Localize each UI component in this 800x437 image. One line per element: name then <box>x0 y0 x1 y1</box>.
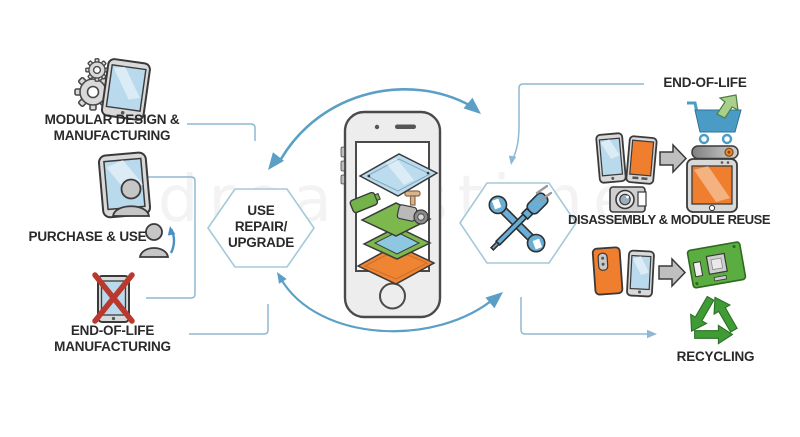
user-upgrade-icon <box>138 223 176 258</box>
circuit-board-icon <box>686 241 747 289</box>
modular-design-label: MODULAR DESIGN & MANUFACTURING <box>22 112 202 144</box>
shopping-cart-icon <box>687 94 742 145</box>
front-camera-dot <box>374 124 380 130</box>
gears-and-phone-icon <box>74 58 151 121</box>
end-of-life-label: END-OF-LIFE <box>663 75 747 90</box>
connector-endoflife-label <box>510 83 644 163</box>
speaker-slot <box>395 124 416 129</box>
hexagon-line3: UPGRADE <box>227 235 295 250</box>
side-button <box>340 174 345 185</box>
arc-arrowhead-bottomright-icon <box>485 292 503 309</box>
arrowhead-to-recycling-icon <box>647 329 657 339</box>
crossed-out-phone-icon <box>92 272 135 324</box>
screw-part <box>404 190 421 206</box>
wrench-and-screwdriver-icon <box>488 184 553 253</box>
side-button <box>340 146 345 158</box>
tablet-icon <box>686 158 738 213</box>
mid-board-layer <box>362 226 432 260</box>
bottom-cycle-arc <box>280 278 497 333</box>
cycle-arrowheads <box>268 97 503 309</box>
smartphone-pair-recycle-icon <box>591 246 655 298</box>
recycle-icon <box>690 295 738 345</box>
transfer-arrow-icon <box>659 143 688 174</box>
eol-line1: END-OF-LIFE <box>70 323 155 338</box>
glass-screen-layer <box>358 153 439 197</box>
hexagon-line2: REPAIR/ <box>234 219 288 234</box>
user-on-phone-icon <box>111 178 151 217</box>
up-arrow-icon <box>167 226 176 236</box>
red-cross-icon <box>92 272 135 324</box>
transfer-arrow-recycle-icon <box>658 257 687 288</box>
battery-part <box>349 191 381 214</box>
modular-design-line2: MANUFACTURING <box>53 128 171 143</box>
connector-eol-manufacturing <box>189 304 269 335</box>
connector-purchase-eol <box>145 176 196 299</box>
camera-module-icon <box>609 186 647 213</box>
connector-modular-design <box>187 123 256 141</box>
exploded-smartphone-icon <box>340 110 442 319</box>
home-button <box>379 282 406 310</box>
connector-recycling <box>520 297 650 335</box>
arc-arrowhead-bottomleft-icon <box>277 272 287 284</box>
purchase-use-label: PURCHASE & USE <box>28 229 147 244</box>
speaker-module-icon <box>691 145 739 160</box>
arc-arrowhead-right-icon <box>463 97 481 114</box>
smartphone-pair-icon <box>595 132 658 185</box>
disassembly-label: DISASSEMBLY & MODULE REUSE <box>568 212 771 227</box>
green-arrow-icon <box>716 94 739 119</box>
modular-phone <box>100 58 151 121</box>
connector-lines <box>145 83 650 335</box>
arrowhead-to-hexagon-icon <box>508 155 517 165</box>
use-repair-hexagon-label: USE REPAIR/ UPGRADE <box>206 203 316 251</box>
eol-manufacturing-label: END-OF-LIFE MANUFACTURING <box>25 323 200 355</box>
modular-design-line1: MODULAR DESIGN & <box>44 112 180 127</box>
main-board-camera-layer <box>360 202 432 237</box>
small-gear-icon <box>85 58 109 82</box>
cycle-arrows <box>279 88 497 333</box>
top-cycle-arc <box>279 88 472 160</box>
arc-arrowhead-left-icon <box>268 152 284 170</box>
use-repair-hexagon <box>207 188 315 268</box>
hexagon-line1: USE <box>247 203 275 218</box>
side-button <box>340 160 345 172</box>
eol-line2: MANUFACTURING <box>54 339 171 354</box>
recycling-label: RECYCLING <box>676 349 755 364</box>
